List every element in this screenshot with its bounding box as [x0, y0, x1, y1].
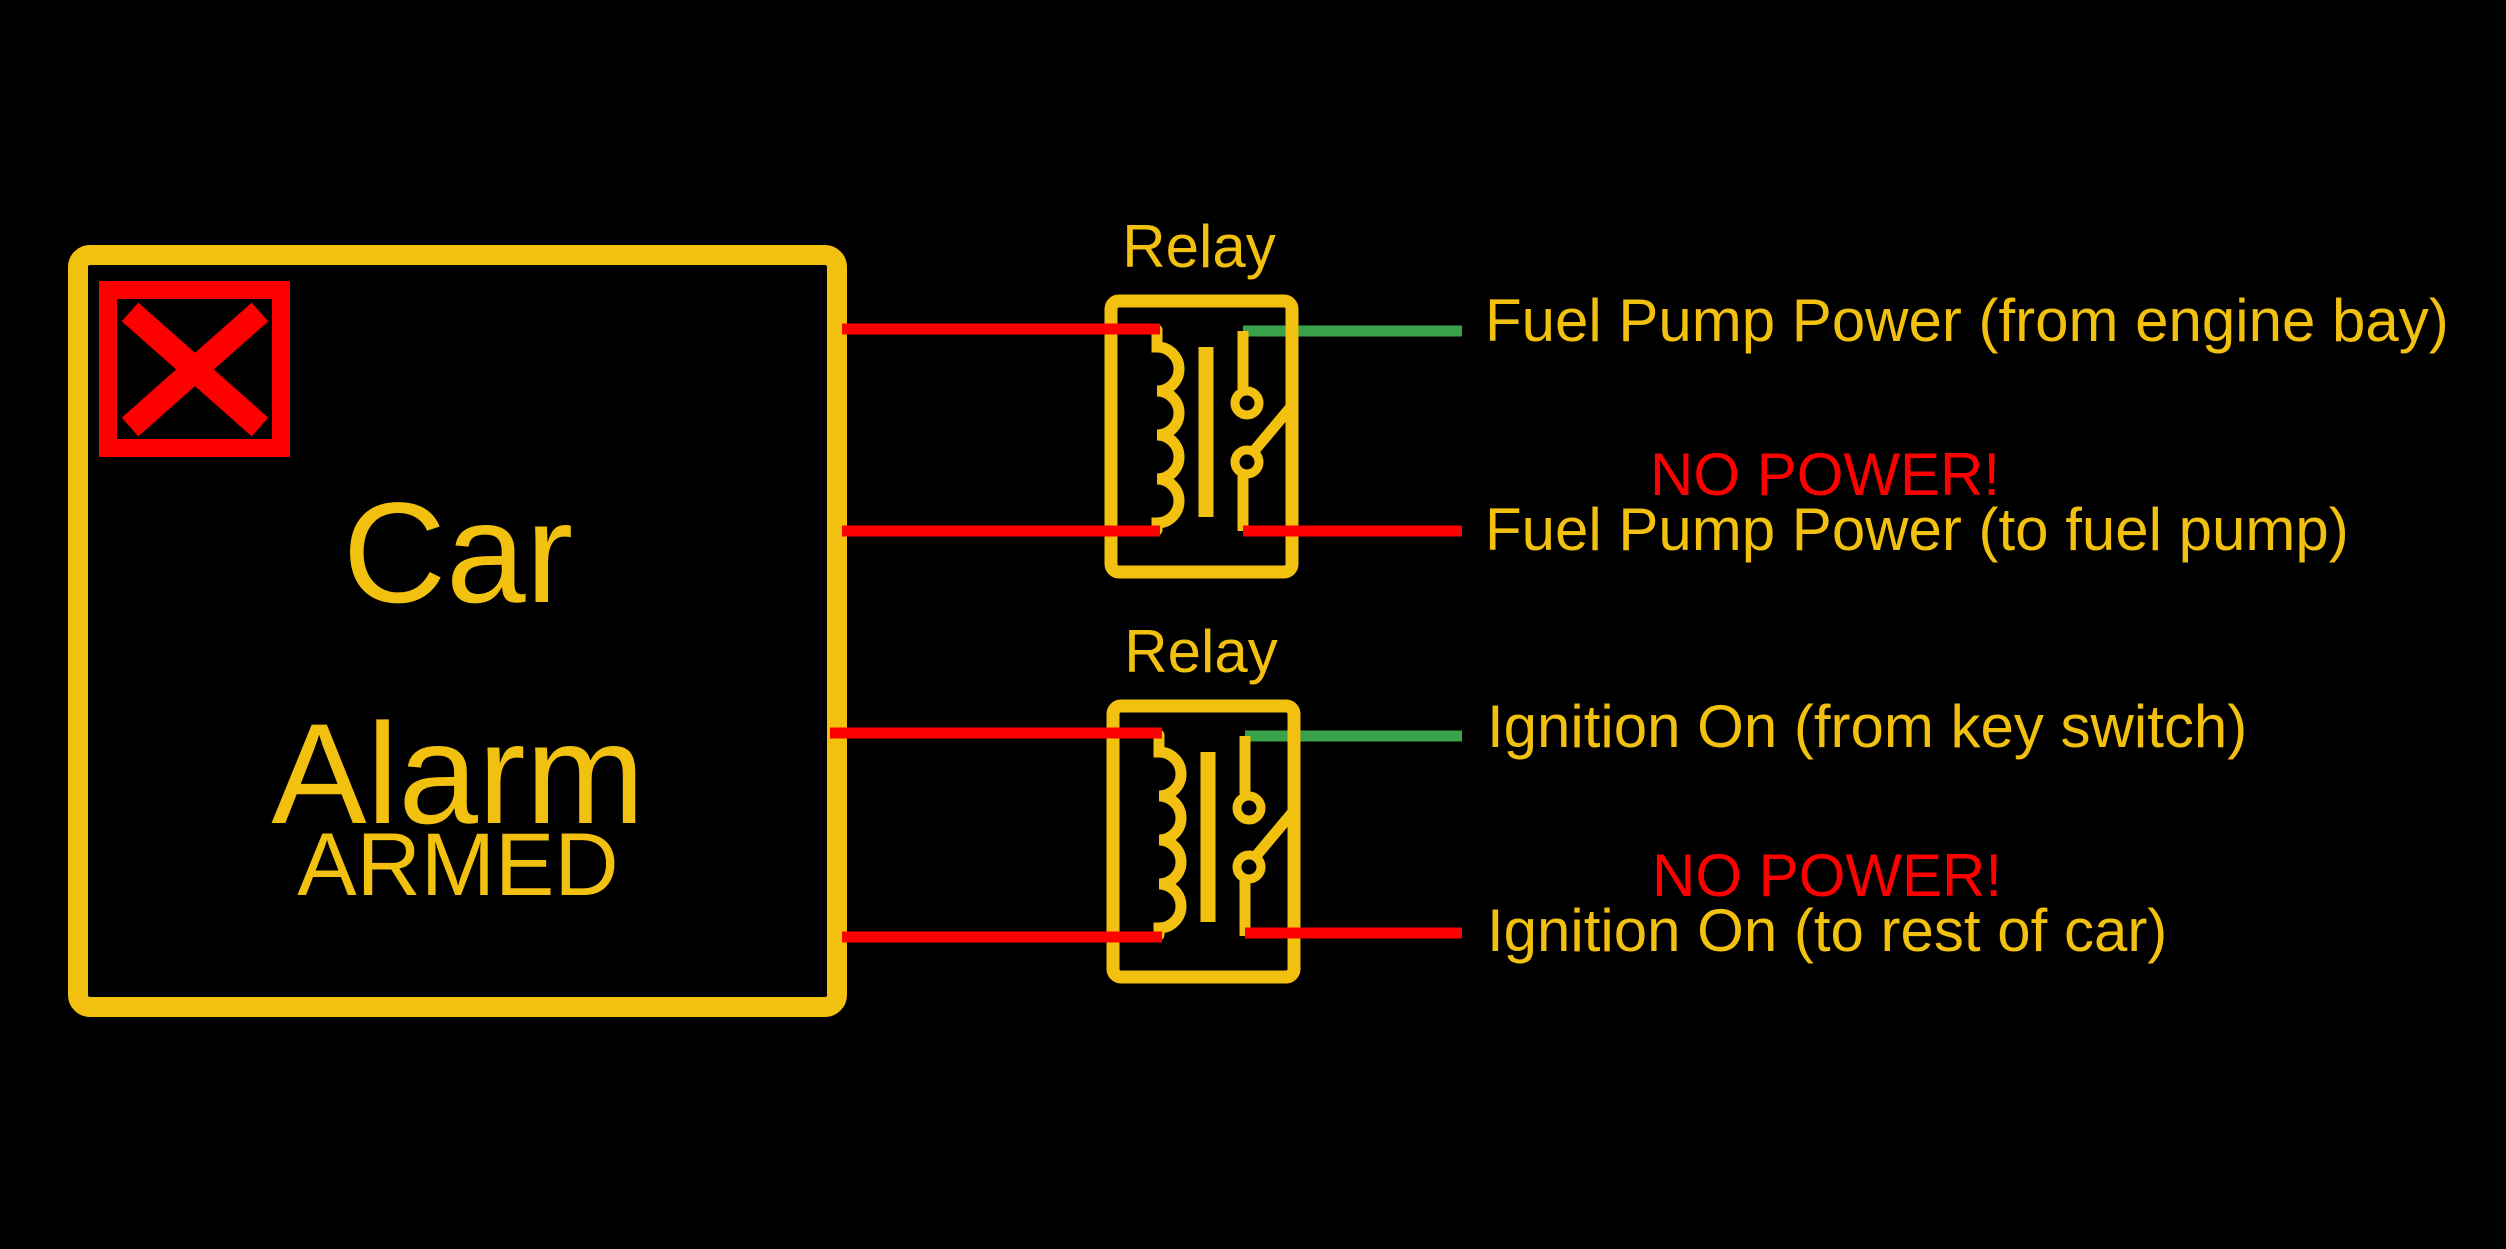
- relay-coil: [1153, 729, 1187, 941]
- ignition-output-label: Ignition On (to rest of car): [1487, 897, 2168, 964]
- ignition-no-power-warning: NO POWER!: [1652, 842, 2003, 909]
- x-icon-frame: [99, 281, 290, 457]
- relay-coil: [1151, 324, 1185, 536]
- ignition-input-label: Ignition On (from key switch): [1487, 693, 2248, 760]
- relay-switch-blade-open: [1248, 402, 1296, 457]
- relay-contact-bottom: [1232, 850, 1266, 884]
- fuel-relay-symbol: [1104, 294, 1299, 579]
- relay-outline: [1106, 699, 1301, 984]
- fuel-no-power-warning: NO POWER!: [1650, 441, 2001, 508]
- disabled-x-icon: [99, 281, 290, 457]
- fuel-input-label: Fuel Pump Power (from engine bay): [1485, 287, 2449, 354]
- alarm-status-armed: ARMED: [297, 814, 619, 914]
- ignition-relay-label: Relay: [1124, 618, 1278, 685]
- ignition-relay-symbol: [1106, 699, 1301, 984]
- alarm-title-line2: Alarm: [271, 695, 645, 854]
- relay-contact-bottom: [1230, 445, 1264, 479]
- fuel-output-label: Fuel Pump Power (to fuel pump): [1485, 496, 2349, 563]
- relay-outline: [1104, 294, 1299, 579]
- relay-switch-blade-open: [1250, 807, 1298, 862]
- car-alarm-box: [68, 245, 847, 1017]
- fuel-relay-label: Relay: [1122, 213, 1276, 280]
- x-icon-cross-line-2: [121, 302, 269, 437]
- relay-contact-top: [1230, 386, 1264, 420]
- alarm-title-line1: Car: [342, 474, 574, 633]
- relay-contact-top: [1232, 791, 1266, 825]
